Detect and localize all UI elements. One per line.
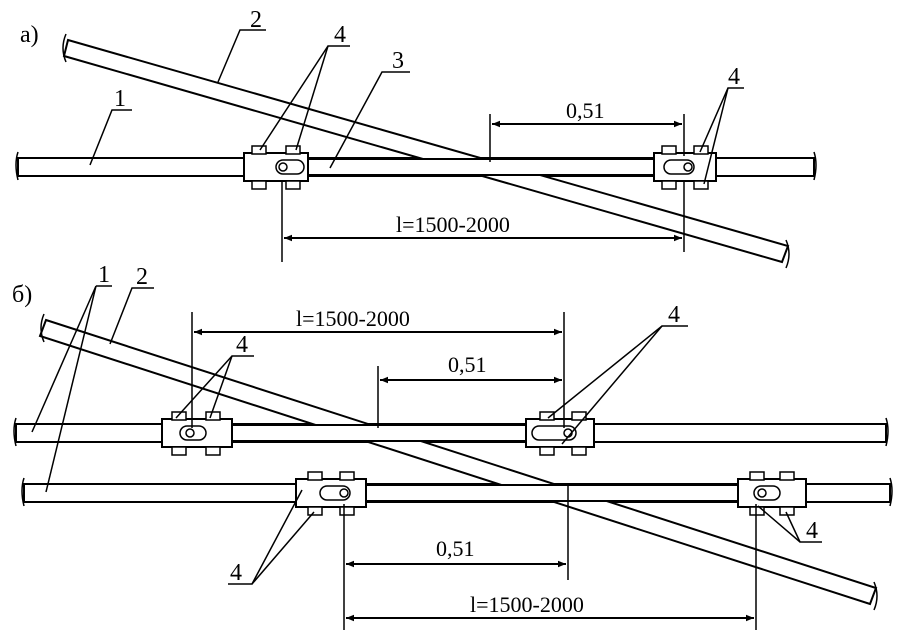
dimension-overlap-label-a: 0,51 [566,98,605,123]
dimension-overlap-a [489,114,685,162]
panel-label-b: б) [12,282,32,308]
callout-2-b: 2 [136,264,148,290]
callout-2-a: 2 [250,7,262,33]
callout-4-upper-right-b: 4 [668,302,680,328]
callout-1-b: 1 [98,262,110,288]
wire-2-a [62,33,790,269]
wire-break-left [15,151,19,181]
callout-4-lower-right-b: 4 [806,518,818,544]
callout-4-right-a: 4 [728,64,740,90]
dimension-lower-overlap-label-b: 0,51 [436,536,475,561]
callout-4-lower-left-b: 4 [230,560,242,586]
dimension-length-label-a: l=1500-2000 [396,212,510,237]
clamp-group-lower-right-b [737,471,807,516]
dimension-upper-length-label-b: l=1500-2000 [296,306,410,331]
wire-break-right [813,151,817,181]
dimension-lower-overlap-b [343,486,569,630]
clamp-group-upper-left-b [161,411,233,456]
clamp-group-left-a [243,145,309,190]
clamp-group-right-a [653,145,717,190]
dimension-upper-length-b [191,312,565,428]
variant-a: а) [15,7,817,269]
insert-lower-b [355,484,741,502]
dimension-upper-overlap-label-b: 0,51 [448,352,487,377]
callout-3-a: 3 [392,48,404,74]
dimension-lower-length-b [346,504,757,630]
callout-leaders-a [89,29,744,185]
dimension-length-a [281,180,685,262]
callout-leaders-b [31,285,822,585]
insert-upper-b [229,424,529,442]
dimension-lower-length-label-b: l=1500-2000 [470,592,584,617]
callout-4-upper-left-b: 4 [236,332,248,358]
clamp-group-lower-left-b [295,471,367,516]
callout-1-a: 1 [114,86,126,112]
callout-4-left-a: 4 [334,22,346,48]
panel-label-a: а) [20,22,39,48]
insert-3-a [305,158,683,176]
clamp-group-upper-right-b [525,411,595,456]
variant-b: б) [12,262,893,630]
dimension-upper-overlap-b [377,366,562,428]
